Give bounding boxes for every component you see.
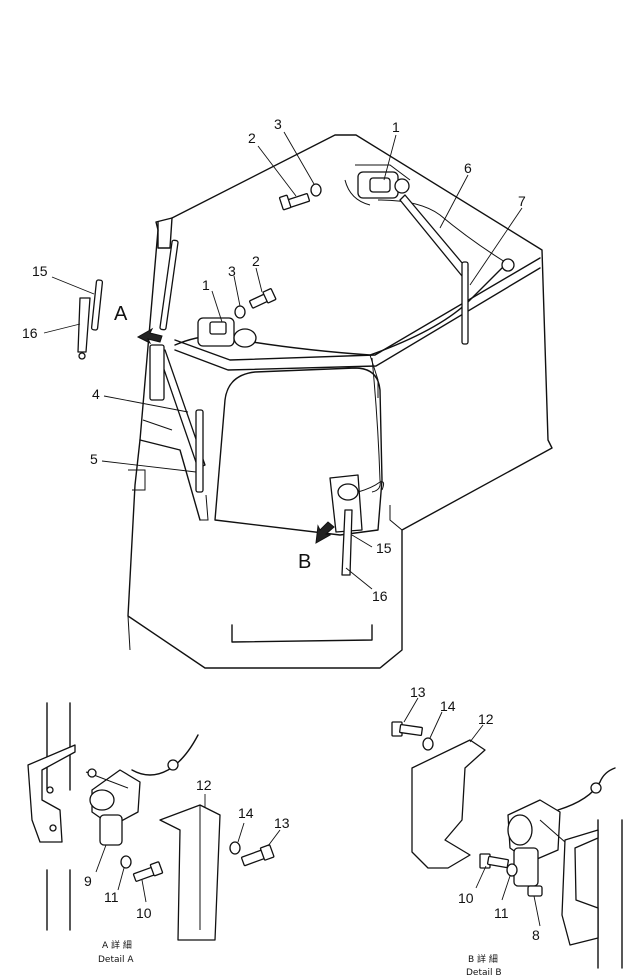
detail-b-motor xyxy=(507,799,566,897)
callout-1-front: 1 xyxy=(202,277,210,293)
detail-a-washer-14 xyxy=(229,841,241,855)
detail-a: 9 11 10 12 14 13 A 詳 細 Detail A xyxy=(27,702,290,965)
detail-a-bolt-10 xyxy=(132,861,164,882)
detail-b-washer-14 xyxy=(422,737,434,751)
detail-a-caption-en: Detail A xyxy=(98,955,134,965)
cab-outline xyxy=(127,134,553,669)
detail-b-washer-11 xyxy=(506,863,518,877)
detail-b-bolt-10 xyxy=(479,853,510,869)
detail-b-cover-12 xyxy=(411,739,486,869)
leader-lines-main xyxy=(43,131,523,590)
arrow-b xyxy=(315,521,335,544)
view-label-b: B xyxy=(298,551,311,573)
detail-a-callout-11: 11 xyxy=(104,889,119,905)
callout-3-upper: 3 xyxy=(274,116,282,132)
callout-16-lower: 16 xyxy=(372,588,388,604)
wiper-motor-front xyxy=(197,317,257,348)
detail-a-callout-10: 10 xyxy=(136,905,152,921)
bolt-2-upper xyxy=(278,193,311,211)
view-label-a: A xyxy=(114,303,128,325)
arm-16-loose xyxy=(77,297,91,353)
detail-b-caption-jp: B 詳 細 xyxy=(468,953,498,965)
detail-b-callout-12: 12 xyxy=(478,711,494,727)
detail-b-callout-10: 10 xyxy=(458,890,474,906)
detail-a-callout-14: 14 xyxy=(238,805,254,821)
wiper-blade-7 xyxy=(461,261,469,345)
callout-1-upper: 1 xyxy=(392,119,400,135)
washer-3-upper xyxy=(310,183,322,197)
detail-a-cover-12 xyxy=(159,804,221,941)
callout-5: 5 xyxy=(90,451,98,467)
arrow-a xyxy=(136,327,163,345)
detail-b-callout-11: 11 xyxy=(494,905,509,921)
blade-15-loose xyxy=(90,279,104,331)
detail-a-washer-11 xyxy=(120,855,132,869)
bolt-2-front xyxy=(249,288,277,309)
detail-a-bolt-13 xyxy=(240,844,275,867)
callout-16-upper: 16 xyxy=(22,325,38,341)
detail-b-callout-13: 13 xyxy=(410,684,426,700)
detail-b-bolt-13 xyxy=(391,721,423,737)
callout-4: 4 xyxy=(92,386,100,402)
front-motor-bracket xyxy=(149,344,165,401)
wiper-arm-6 xyxy=(399,194,469,277)
callout-15-lower: 15 xyxy=(376,540,392,556)
washer-3-front xyxy=(234,305,246,319)
callout-7: 7 xyxy=(518,193,526,209)
wiper-motor-upper xyxy=(355,164,411,199)
detail-b: 13 14 12 10 11 8 B 詳 細 Detail B xyxy=(391,684,623,977)
callout-3-front: 3 xyxy=(228,263,236,279)
detail-a-callout-9: 9 xyxy=(84,873,92,889)
callout-2-front: 2 xyxy=(252,253,260,269)
callout-2-upper: 2 xyxy=(248,130,256,146)
detail-b-callout-14: 14 xyxy=(440,698,456,714)
detail-a-callout-13: 13 xyxy=(274,815,290,831)
wiper-assembly-b xyxy=(329,474,385,576)
detail-a-caption-jp: A 詳 細 xyxy=(102,939,132,951)
callouts-main: 1 2 3 6 7 15 16 1 3 2 4 5 15 16 A B xyxy=(22,116,526,604)
callout-6: 6 xyxy=(464,160,472,176)
detail-b-callout-8: 8 xyxy=(532,927,540,943)
callout-15-upper: 15 xyxy=(32,263,48,279)
detail-a-callout-12: 12 xyxy=(196,777,212,793)
detail-a-motor xyxy=(85,768,141,846)
detail-b-caption-en: Detail B xyxy=(466,968,502,977)
front-pillar-blade xyxy=(159,239,179,331)
wiper-blade-5 xyxy=(195,409,204,493)
